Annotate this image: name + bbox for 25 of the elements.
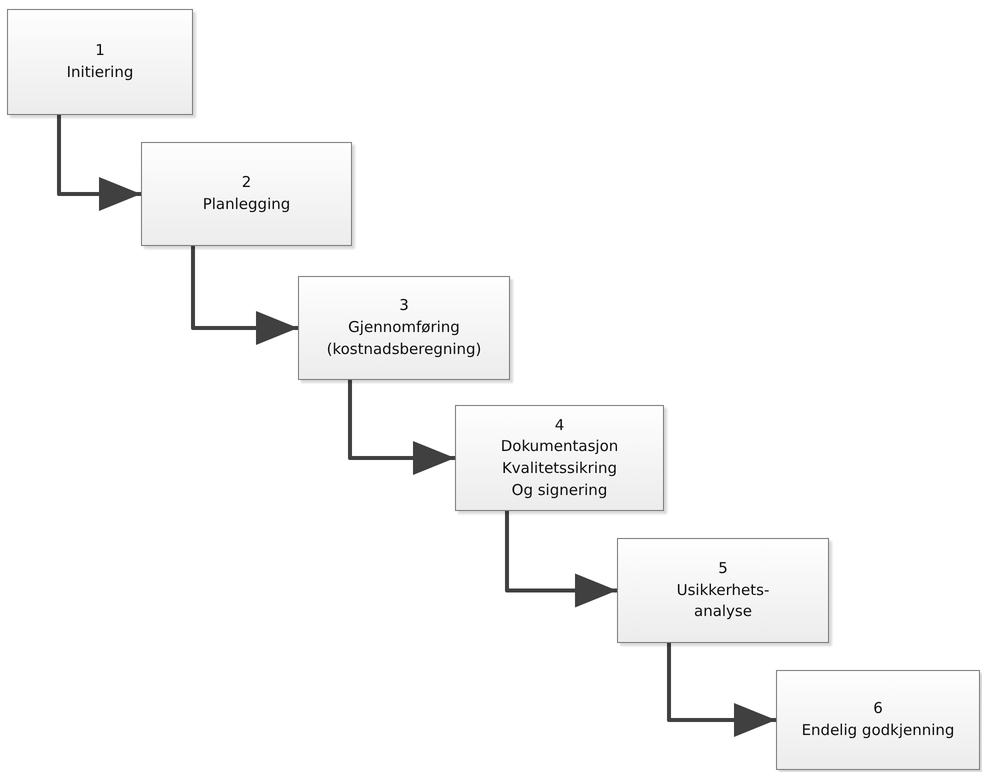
elbow-arrow <box>191 244 300 345</box>
step-label: Dokumentasjon <box>500 436 618 458</box>
step-label: Endelig godkjenning <box>802 720 954 741</box>
process-box <box>617 538 829 643</box>
step-label: Og signering <box>512 480 608 501</box>
step-number: 3 <box>399 295 409 316</box>
elbow-arrow <box>348 378 457 475</box>
process-box <box>141 142 352 246</box>
step-label: Kvalitetssikring <box>502 458 618 479</box>
step-number: 5 <box>718 558 728 579</box>
process-box <box>455 405 664 511</box>
elbow-arrow <box>57 113 143 211</box>
step-label: Gjennomføring (kostnadsberegning) <box>326 317 482 360</box>
step-number: 2 <box>242 172 252 194</box>
step-label: Usikkerhets- analyse <box>676 580 770 622</box>
step-label: Initiering <box>66 62 134 83</box>
process-box <box>7 9 193 115</box>
process-box <box>298 276 510 380</box>
step-label: Planlegging <box>202 194 290 215</box>
step-number: 6 <box>873 698 883 720</box>
elbow-arrow <box>667 641 778 737</box>
step-number: 4 <box>554 414 564 436</box>
step-number: 1 <box>95 40 105 62</box>
elbow-arrow <box>505 509 619 608</box>
process-box <box>776 670 980 770</box>
